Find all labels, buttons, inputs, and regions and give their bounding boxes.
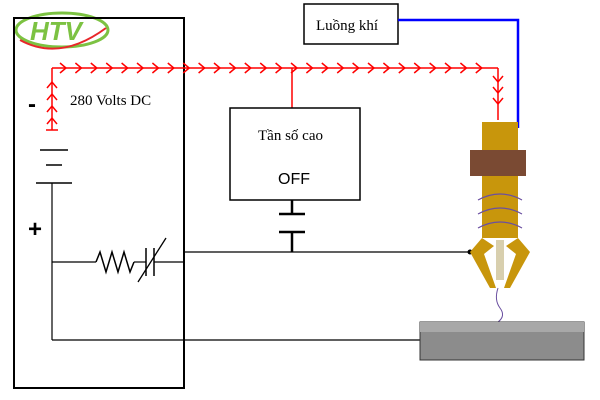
torch-electrode xyxy=(496,240,504,280)
hf-state: OFF xyxy=(278,171,310,188)
plasma-arc xyxy=(495,287,504,323)
resistor-symbol xyxy=(95,249,135,275)
flow-arrow xyxy=(367,62,376,74)
flow-arrow xyxy=(398,62,406,74)
flow-arrow xyxy=(59,62,68,74)
flow-arrow xyxy=(136,62,145,74)
power-supply-box xyxy=(13,17,185,389)
htv-logo: HTV xyxy=(14,11,110,50)
flow-arrow xyxy=(74,62,83,74)
gas-flow-label: Luồng khí xyxy=(316,18,378,34)
torch-body xyxy=(482,176,518,238)
flow-arrow xyxy=(228,62,237,74)
flow-arrows xyxy=(46,62,504,125)
minus-sign: - xyxy=(28,91,36,118)
flow-arrow xyxy=(459,62,468,74)
gas-line xyxy=(398,18,520,128)
torch-top xyxy=(482,122,518,150)
flow-arrow xyxy=(475,62,483,74)
flow-arrow xyxy=(213,62,222,74)
torch-nozzle-left xyxy=(470,238,496,288)
flow-arrow xyxy=(244,62,252,74)
flow-arrow xyxy=(275,62,283,74)
flow-arrow xyxy=(305,62,314,74)
logo-accent xyxy=(19,27,107,50)
flow-arrow xyxy=(352,62,360,74)
flow-arrow xyxy=(336,62,345,74)
flow-arrow xyxy=(90,62,98,74)
contactor-slash xyxy=(137,237,167,283)
flow-arrow xyxy=(492,86,504,95)
flow-arrow xyxy=(46,92,58,101)
flow-arrow xyxy=(167,62,175,74)
plasma-torch xyxy=(470,122,530,323)
torch-nozzle-right xyxy=(504,238,530,288)
flow-arrow xyxy=(121,62,129,74)
flow-arrow xyxy=(151,62,160,74)
flow-arrow xyxy=(444,62,453,74)
torch-collar xyxy=(470,150,526,176)
workpiece-highlight xyxy=(420,322,584,332)
flow-arrow xyxy=(46,104,58,113)
hf-flow-path xyxy=(46,67,499,131)
torch-swirl xyxy=(477,193,523,229)
flow-arrow xyxy=(321,62,329,74)
flow-arrow xyxy=(492,75,504,84)
flow-arrow xyxy=(46,116,58,125)
flow-arrow xyxy=(492,97,504,106)
flow-arrow xyxy=(259,62,268,74)
hf-title: Tần số cao xyxy=(258,128,323,144)
flow-arrow xyxy=(182,62,191,74)
flow-arrow xyxy=(413,62,422,74)
flow-arrow xyxy=(382,62,391,74)
hf-box xyxy=(229,107,361,201)
dc-source-symbol xyxy=(36,149,72,340)
plus-sign: + xyxy=(28,216,42,243)
voltage-label: 280 Volts DC xyxy=(70,93,151,109)
resistor-branch xyxy=(52,237,470,283)
flow-arrow xyxy=(46,80,58,89)
capacitor-symbol xyxy=(279,200,305,252)
gas-flow-box xyxy=(303,3,399,45)
flow-arrow xyxy=(429,62,437,74)
flow-arrow xyxy=(198,62,206,74)
flow-arrow xyxy=(105,62,114,74)
flow-arrow xyxy=(290,62,299,74)
logo-text: HTV xyxy=(30,16,85,46)
